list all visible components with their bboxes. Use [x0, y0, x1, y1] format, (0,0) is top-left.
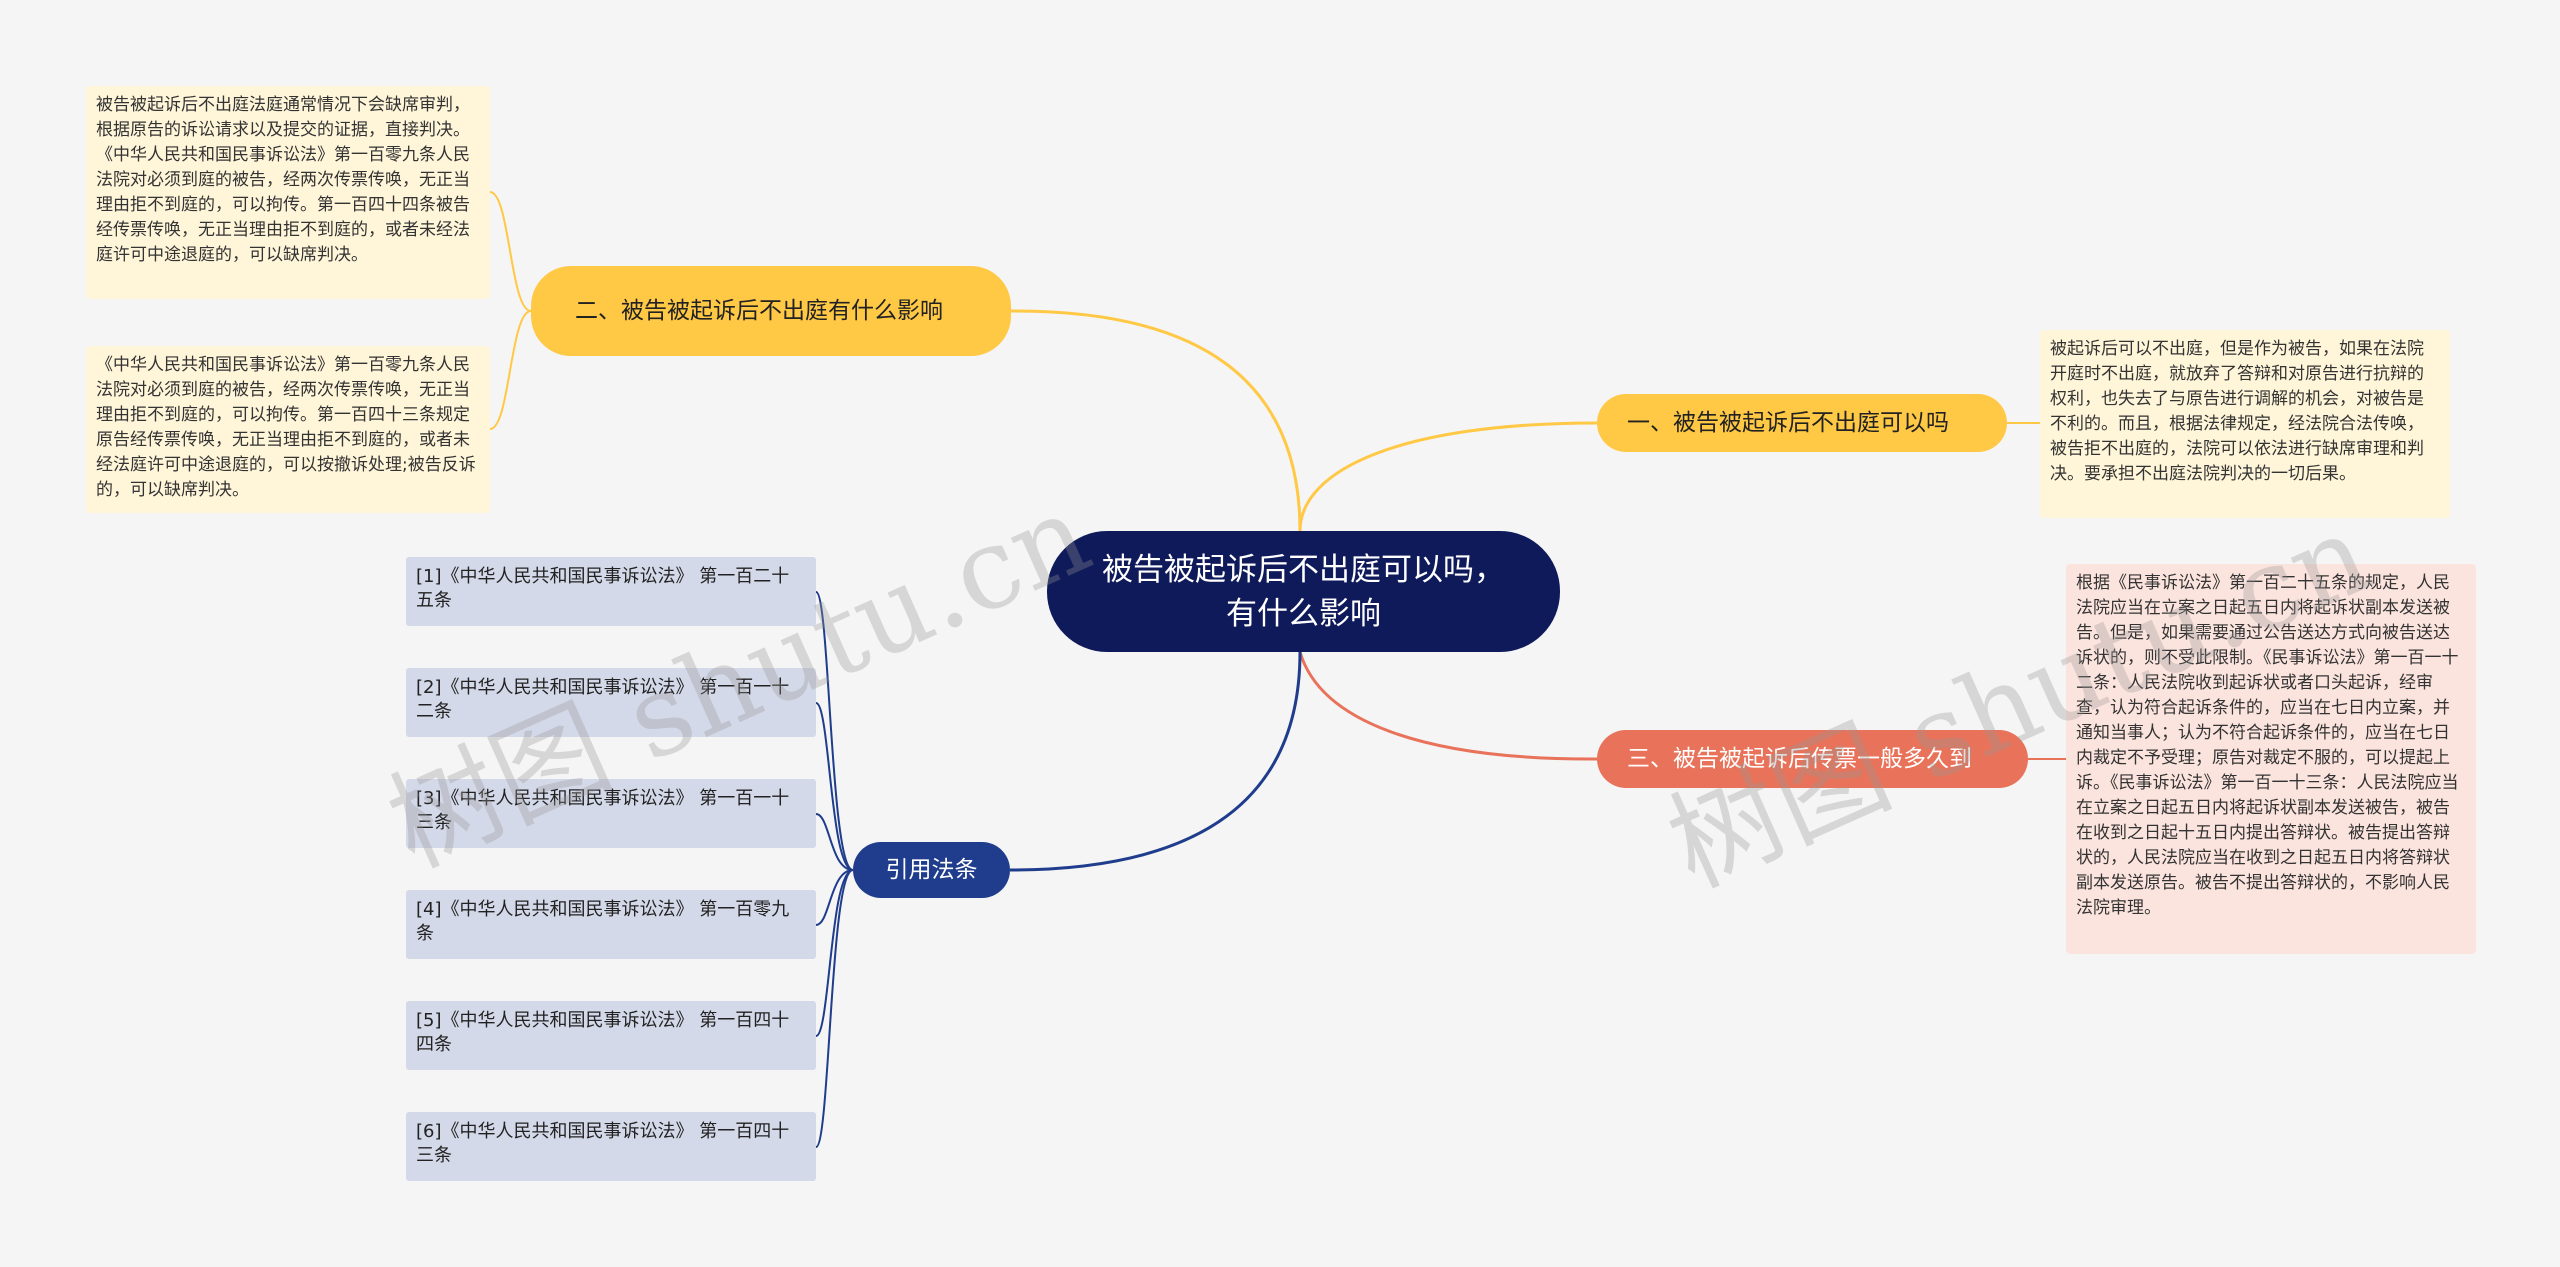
connector-b2-leaf-b	[489, 310, 532, 430]
leaf-summons-text[interactable]: 根据《民事诉讼法》第一百二十五条的规定，人民法院应当在立案之日起五日内将起诉状副…	[2066, 564, 2476, 954]
ref-item-5[interactable]: [5]《中华人民共和国民事诉讼法》 第一百四十四条	[406, 1001, 816, 1070]
ref-item-6[interactable]: [6]《中华人民共和国民事诉讼法》 第一百四十三条	[406, 1112, 816, 1181]
ref-item-1[interactable]: [1]《中华人民共和国民事诉讼法》 第一百二十五条	[406, 557, 816, 626]
connector-b2-leaf-a	[489, 191, 532, 312]
ref-item-3[interactable]: [3]《中华人民共和国民事诉讼法》 第一百一十三条	[406, 779, 816, 848]
connector-ref-5	[815, 869, 854, 1037]
central-topic[interactable]: 被告被起诉后不出庭可以吗，有什么影响	[1047, 531, 1560, 652]
branch-can-skip-court[interactable]: 一、被告被起诉后不出庭可以吗	[1597, 394, 2007, 452]
branch-summons-time[interactable]: 三、被告被起诉后传票一般多久到	[1597, 730, 2028, 788]
leaf-influence-text-a[interactable]: 被告被起诉后不出庭法庭通常情况下会缺席审判，根据原告的诉讼请求以及提交的证据，直…	[86, 86, 490, 299]
connector-ref-6	[815, 869, 854, 1148]
connector-ref-4	[815, 869, 854, 926]
branch-influence[interactable]: 二、被告被起诉后不出庭有什么影响	[531, 266, 1011, 356]
connector-center-b1	[1298, 421, 1598, 532]
connector-ref-2	[815, 702, 854, 871]
connector-ref-1	[815, 591, 854, 871]
connector-center-refs	[1009, 651, 1302, 872]
leaf-can-skip-text[interactable]: 被起诉后可以不出庭，但是作为被告，如果在法院开庭时不出庭，就放弃了答辩和对原告进…	[2040, 330, 2450, 518]
leaf-influence-text-b[interactable]: 《中华人民共和国民事诉讼法》第一百零九条人民法院对必须到庭的被告，经两次传票传唤…	[86, 346, 490, 513]
branch-cited-laws[interactable]: 引用法条	[853, 842, 1010, 898]
connector-center-b3	[1298, 651, 1598, 761]
connector-ref-3	[815, 813, 854, 871]
ref-item-4[interactable]: [4]《中华人民共和国民事诉讼法》 第一百零九条	[406, 890, 816, 959]
ref-item-2[interactable]: [2]《中华人民共和国民事诉讼法》 第一百一十二条	[406, 668, 816, 737]
connector-center-b2	[1010, 309, 1302, 532]
